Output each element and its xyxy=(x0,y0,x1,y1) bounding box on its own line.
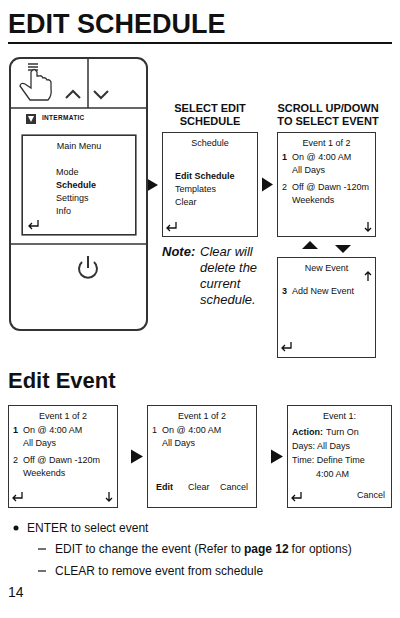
screen-text: 2 xyxy=(282,182,287,193)
screen-text: Clear xyxy=(175,197,197,208)
page-title: EDIT SCHEDULE xyxy=(8,9,226,39)
screen-text: Turn On xyxy=(326,427,359,438)
note-text: Clear will delete the current schedule. xyxy=(200,244,274,308)
bullet-text: EDIT to change the event (Refer to xyxy=(55,542,241,556)
screen-text: Time: Define Time xyxy=(292,455,365,466)
event-list-screen: Event 1 of 2 1 On @ 4:00 AM All Days 2 Off @ … xyxy=(8,405,118,508)
screen-text: Main Menu xyxy=(23,141,135,152)
screen-text: Clear xyxy=(188,482,210,493)
screen-text: Cancel xyxy=(357,490,385,501)
screen-text: All Days xyxy=(292,165,325,176)
screen-text: 2 xyxy=(13,455,18,466)
enter-icons xyxy=(13,220,301,501)
screen-text: Info xyxy=(56,206,71,217)
page-reference: page 12 xyxy=(244,542,289,556)
bullet-text: ENTER to select event xyxy=(27,521,148,535)
screen-text: All Days xyxy=(23,438,56,449)
screen-text: Mode xyxy=(56,167,79,178)
screen-text: Action: xyxy=(292,427,323,438)
screen-text: Event 1 of 2 xyxy=(148,411,256,422)
screen-text: 1 xyxy=(152,425,157,436)
schedule-screen: ScheduleEdit ScheduleTemplatesClear xyxy=(162,132,258,237)
screen-text: Settings xyxy=(56,193,89,204)
screen-text: Event 1 of 2 xyxy=(9,411,117,422)
screen-text: Days: All Days xyxy=(292,441,350,452)
screen-text: Event 1 of 2 xyxy=(278,138,375,149)
screen-text: 1 xyxy=(13,425,18,436)
screen-text: Schedule xyxy=(56,180,96,191)
screen-text: New Event xyxy=(278,263,375,274)
event-list-screen: Event 1 of 2 1 On @ 4:00 AM All Days 2 Off @ … xyxy=(277,132,376,237)
bullet-text: for options) xyxy=(292,542,352,556)
brand-name: INTERMATIC xyxy=(42,114,85,121)
screen-text: 1 xyxy=(282,152,287,163)
flow-arrow xyxy=(302,241,318,249)
bullet-text: CLEAR to remove event from schedule xyxy=(55,564,263,578)
screen-text: On @ 4:00 AM xyxy=(23,425,82,436)
screen-text: Weekends xyxy=(292,195,334,206)
flow-arrow xyxy=(262,178,273,192)
page-number: 14 xyxy=(8,584,24,600)
new-event-screen: New Event 3 Add New Event xyxy=(277,257,376,358)
flow-arrow xyxy=(131,450,143,464)
screen-text: Templates xyxy=(175,184,216,195)
note-label: Note: xyxy=(162,244,195,260)
flow-arrow xyxy=(335,245,351,253)
step-heading: SELECT EDIT SCHEDULE xyxy=(165,102,255,128)
screen-text: Edit xyxy=(156,482,173,493)
screen-text: All Days xyxy=(162,438,195,449)
section-heading: Edit Event xyxy=(8,368,116,394)
step-heading: SCROLL UP/DOWN TO SELECT EVENT xyxy=(276,102,380,128)
screen-text: Weekends xyxy=(23,468,65,479)
screen-text: Cancel xyxy=(220,482,248,493)
event-options-screen: Event 1 of 2 1 On @ 4:00 AM All DaysEdit Cle… xyxy=(147,405,257,508)
screen-text: Add New Event xyxy=(292,286,354,297)
screen-text: Schedule xyxy=(163,138,257,149)
menu-screen: Main MenuModeScheduleSettingsInfo xyxy=(22,135,136,235)
screen-text: On @ 4:00 AM xyxy=(292,152,351,163)
screen-text: Off @ Dawn -120m xyxy=(292,182,369,193)
screen-text: Event 1: xyxy=(288,411,391,422)
screen-text: 3 xyxy=(282,286,287,297)
screen-text: 4:00 AM xyxy=(316,469,349,480)
screen-text: Off @ Dawn -120m xyxy=(23,455,100,466)
title-rule xyxy=(8,42,392,44)
flow-arrow xyxy=(271,450,283,464)
bullet-line: EDIT to change the event (Refer topage 1… xyxy=(55,542,352,556)
screen-text: Edit Schedule xyxy=(175,171,235,182)
event-detail-screen: Event 1: Action:Turn On Days: All DaysTime… xyxy=(287,405,392,508)
screen-text: On @ 4:00 AM xyxy=(162,425,221,436)
timer-device xyxy=(10,58,147,330)
